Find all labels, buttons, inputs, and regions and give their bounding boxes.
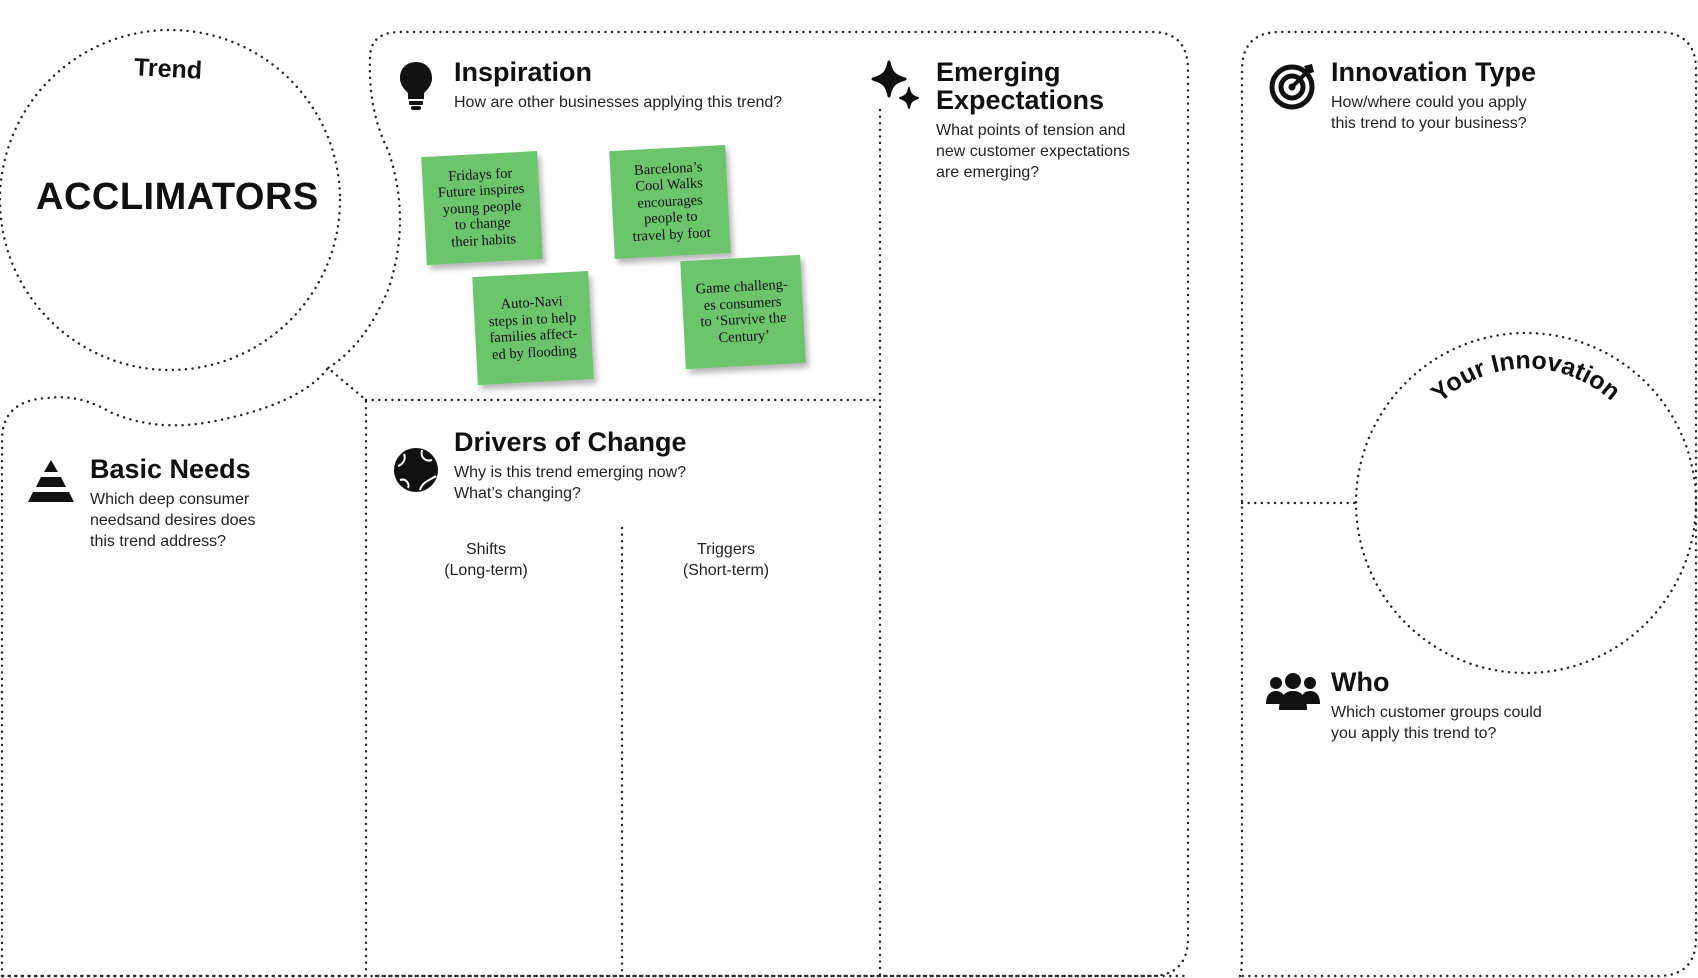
your-innovation-circle: [1354, 331, 1698, 675]
your-innovation-label: Your Innovation: [1426, 346, 1626, 407]
emerging-question: What points of tension and new customer …: [936, 122, 1130, 181]
who-question: Which customer groups could you apply th…: [1331, 704, 1542, 742]
drivers-title: Drivers of Change: [454, 427, 687, 457]
pyramid-icon: [28, 460, 74, 502]
basic-needs-question: Which deep consumer needsand desires doe…: [90, 491, 256, 550]
inspiration-title: Inspiration: [454, 57, 593, 87]
trend-label: Trend: [133, 53, 203, 85]
who-section: Who Which customer groups could you appl…: [1331, 668, 1542, 744]
globe-icon: [394, 448, 438, 492]
sparkle-icon: [871, 60, 919, 109]
right-panel-border: [1238, 30, 1698, 978]
drivers-section: Drivers of Change Why is this trend emer…: [454, 428, 687, 504]
people-icon: [1266, 673, 1320, 710]
shifts-column-header: Shifts (Long-term): [444, 541, 528, 579]
inspiration-section: Inspiration How are other businesses app…: [454, 58, 782, 113]
sticky-note[interactable]: Barcelona’s Cool Walks encourages people…: [609, 145, 731, 259]
main-panel-border: [368, 30, 1190, 978]
lightbulb-icon: [400, 62, 432, 110]
innovation-type-question: How/where could you apply this trend to …: [1331, 94, 1527, 132]
basic-needs-title: Basic Needs: [90, 454, 251, 484]
trend-name: ACCLIMATORS: [36, 176, 319, 218]
target-icon: [1269, 64, 1315, 110]
who-title: Who: [1331, 667, 1390, 697]
emerging-section: Emerging Expectations What points of ten…: [936, 58, 1130, 183]
trend-circle: [0, 28, 342, 372]
triggers-column-header: Triggers (Short-term): [682, 541, 770, 579]
basic-needs-border: [0, 366, 368, 978]
sticky-note[interactable]: Game challeng- es consumers to ‘Survive …: [680, 254, 806, 370]
inspiration-question: How are other businesses applying this t…: [454, 94, 783, 111]
emerging-title: Emerging Expectations: [936, 57, 1105, 115]
basic-needs-section: Basic Needs Which deep consumer needsand…: [90, 455, 255, 552]
innovation-type-title: Innovation Type: [1331, 57, 1537, 87]
innovation-type-section: Innovation Type How/where could you appl…: [1331, 58, 1536, 134]
drivers-question: Why is this trend emerging now? What’s c…: [454, 464, 687, 502]
sticky-note[interactable]: Auto-Navi steps in to help families affe…: [472, 271, 594, 385]
sticky-note[interactable]: Fridays for Future inspires young people…: [421, 151, 543, 265]
